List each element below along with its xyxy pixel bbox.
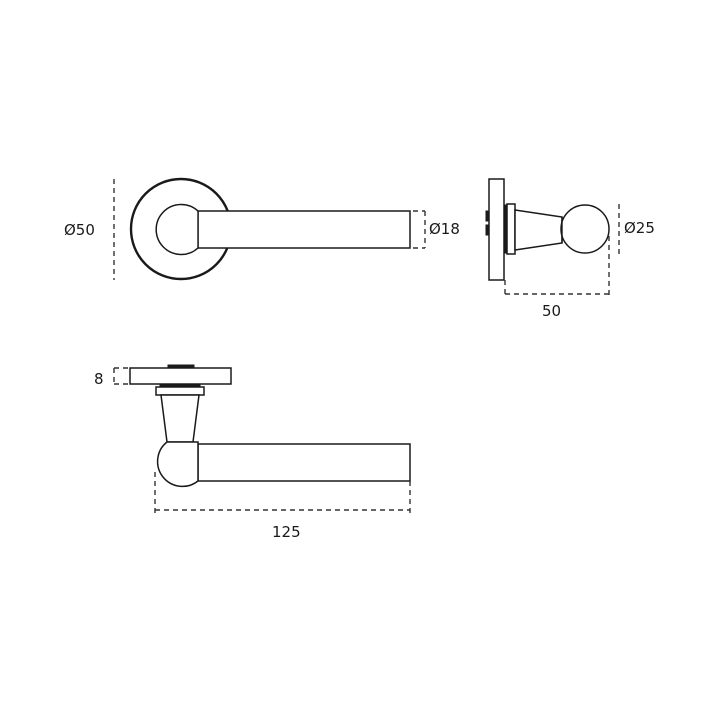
screw-bump-bottom <box>485 224 490 236</box>
lever-diameter-label: Ø18 <box>429 220 460 238</box>
top-rose-tab <box>167 364 195 369</box>
top-lever-bar <box>197 443 411 482</box>
side-knob <box>560 204 610 254</box>
lever-length-label: 125 <box>272 523 301 541</box>
knob-diameter-label: Ø25 <box>624 219 655 237</box>
side-neck <box>514 209 563 251</box>
projection-label: 50 <box>542 302 561 320</box>
side-view: Ø25 50 <box>485 178 655 320</box>
side-rose-plate <box>488 178 505 281</box>
lever-boss <box>155 203 199 256</box>
top-knob <box>156 441 199 488</box>
lever-bar <box>197 210 411 249</box>
top-rose-plate <box>129 367 232 385</box>
rose-thickness-label: 8 <box>94 370 104 388</box>
top-view: 8 125 <box>94 364 411 541</box>
top-washer <box>155 386 205 396</box>
front-view: Ø50 Ø18 <box>64 177 460 281</box>
screw-bump-top <box>485 210 490 222</box>
top-neck <box>160 394 200 443</box>
rose-diameter-label: Ø50 <box>64 221 95 239</box>
side-washer <box>506 203 516 255</box>
